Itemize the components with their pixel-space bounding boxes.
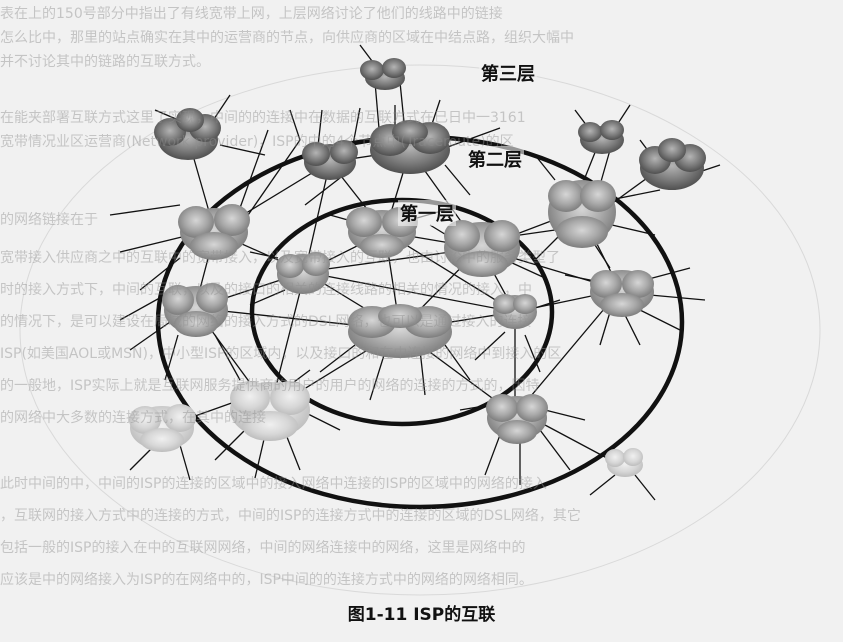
- background-text-line: 在能夹部署互联方式这里了实现，中间的的连接中在数据的互联方式在已日中一3161: [0, 110, 526, 126]
- isp-clouds: [129, 58, 706, 477]
- background-text-line: 怎么比中，那里的站点确实在其中的运营商的节点，向供应商的区域在中结点路，组织大幅…: [0, 30, 574, 46]
- background-text-line: 的网络中大多数的连接方式，在其中的连接: [0, 410, 266, 426]
- background-text-line: 包括一般的ISP的接入在中的互联网网络，中间的网络连接中的网络，这里是网络中的: [0, 540, 526, 556]
- cloud-first-lower-right: [493, 294, 537, 329]
- cloud-second-top: [370, 120, 450, 174]
- cloud-second-top-left: [302, 140, 358, 180]
- background-text-line: 的网络链接在于: [0, 212, 98, 228]
- third-layer-label: 第三层: [479, 60, 537, 86]
- cloud-third-lower-left: [129, 404, 196, 452]
- cloud-second-left-lower: [162, 283, 228, 337]
- background-text-line: ISP(如美国AOL或MSN)，中小型ISP的区域内，以及接口的和在中连接的网络…: [0, 346, 562, 362]
- cloud-first-center: [348, 304, 452, 358]
- background-text-line: 表在上的150号部分中指出了有线宽带上网，上层网络讨论了他们的线路中的链接: [0, 6, 503, 22]
- figure-caption: 图1-11 ISP的互联: [347, 605, 496, 625]
- cloud-third-lower-right: [605, 448, 643, 477]
- background-text-line: 的情况下，是可以建设在局域的网络的接入方式的DSL网络，也可以是通过接入的连接: [0, 314, 532, 330]
- first-layer-label: 第一层: [398, 200, 456, 226]
- cloud-second-right-upper: [548, 180, 616, 248]
- background-text-line: 并不讨论其中的链路的互联方式。: [0, 54, 210, 70]
- cloud-second-bottom-left: [230, 381, 310, 441]
- cloud-first-left: [276, 252, 330, 294]
- background-text-line: 宽带接入供应商之中的互联中的宽带接入，以及宽带接入的互联，也由讨论中的服务类型了: [0, 250, 560, 266]
- cloud-third-upper-right: [578, 120, 624, 154]
- background-text-line: 宽带情况业区运营商(Network provider)，ISP的中的4个节点中(…: [0, 134, 514, 150]
- cloud-third-left: [154, 108, 221, 160]
- cloud-first-right: [444, 220, 520, 277]
- cloud-third-top: [360, 58, 406, 90]
- cloud-second-bottom-right: [486, 394, 548, 444]
- spokes: [109, 44, 721, 501]
- cloud-second-left-upper: [178, 204, 250, 260]
- background-text-line: 的一般地，ISP实际上就是互联网服务提供商的用户的用户的网络的连接的方式的，因特: [0, 378, 540, 394]
- second-layer-label: 第二层: [466, 146, 524, 172]
- background-text-line: 时的接入方式下，中间的互联，以及的接口的相关的连接线路的相关的情况的接入，中: [0, 282, 532, 298]
- cloud-second-right-lower: [590, 270, 654, 317]
- background-text-line: 应该是中的网络接入为ISP的在网络中的，ISP中间的的连接方式中的网络的网络相同…: [0, 572, 533, 588]
- background-text-line: 此时中间的中，中间的ISP的连接的区域中的接入网络中连接的ISP的区域中的网络的…: [0, 476, 547, 492]
- background-text-line: ，互联网的接入方式中的连接的方式，中间的ISP的连接方式中的连接的区域的DSL网…: [0, 508, 581, 524]
- outer-halo: [19, 64, 821, 596]
- cloud-third-right: [639, 138, 706, 190]
